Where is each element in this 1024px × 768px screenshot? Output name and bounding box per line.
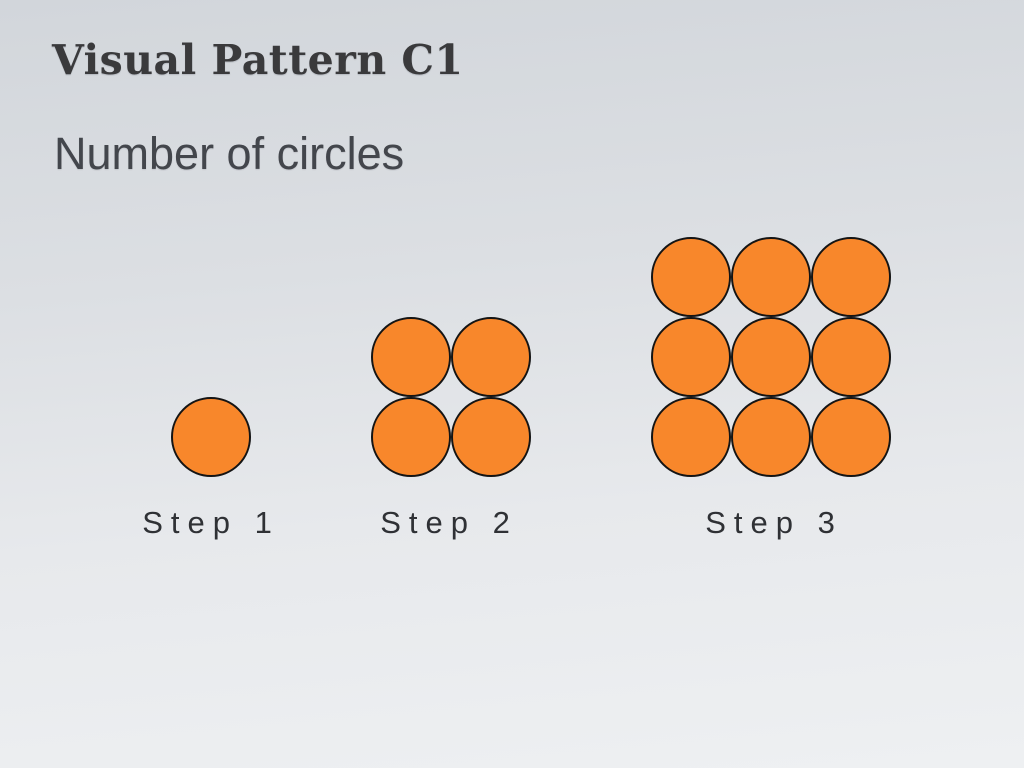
slide-subtitle: Number of circles — [54, 128, 405, 179]
step-3-circle-grid — [651, 237, 891, 477]
pattern-circle — [811, 317, 891, 397]
pattern-circle — [651, 397, 731, 477]
pattern-circle — [811, 237, 891, 317]
slide-title: Visual Pattern C1 — [52, 36, 464, 84]
step-1-label: Step 1 — [142, 505, 280, 540]
step-3-label: Step 3 — [705, 505, 843, 540]
step-2-circle-grid — [371, 317, 531, 477]
pattern-circle — [731, 317, 811, 397]
pattern-circle — [171, 397, 251, 477]
pattern-circle — [451, 397, 531, 477]
step-2-label: Step 2 — [380, 505, 518, 540]
pattern-circle — [731, 397, 811, 477]
pattern-circle — [651, 317, 731, 397]
step-1-circle-grid — [171, 397, 251, 477]
pattern-circle — [371, 317, 451, 397]
pattern-circle — [371, 397, 451, 477]
pattern-circle — [651, 237, 731, 317]
pattern-circle — [811, 397, 891, 477]
pattern-circle — [451, 317, 531, 397]
pattern-circle — [731, 237, 811, 317]
